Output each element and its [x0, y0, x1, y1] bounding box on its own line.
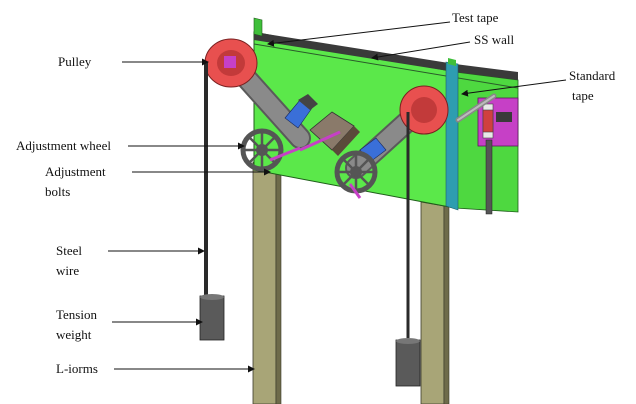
l-form-posts: [252, 161, 450, 404]
label-l-forms: L-iorms: [56, 361, 98, 376]
adjustment-wheel-right: [334, 150, 378, 199]
ss-wall-arrow: [371, 41, 471, 61]
steel-wires: [204, 62, 410, 338]
center-bracket: [299, 111, 360, 156]
label-ss-wall: SS wall: [474, 32, 515, 47]
label-tension-weight-line1: Tension: [56, 307, 97, 322]
label-tension-weight-line2: weight: [56, 327, 92, 342]
label-test-tape: Test tape: [452, 10, 499, 25]
left-pulley-assembly: [204, 38, 318, 149]
label-adjustment-bolts-line2: bolts: [45, 184, 71, 199]
standard-tape-clamp: [455, 93, 519, 215]
tension-weights: [199, 294, 421, 387]
standard-tape-arrow: [461, 79, 567, 97]
leader-lines: [108, 21, 567, 373]
adjustment-wheel-left: [240, 128, 301, 172]
label-adjustment-bolts-line1: Adjustment: [45, 164, 106, 179]
label-standard-tape-line2: tape: [572, 88, 594, 103]
label-steel-wire-line2: wire: [56, 263, 80, 278]
test-tape-arrow: [267, 21, 451, 47]
label-pulley: Pulley: [58, 54, 92, 69]
label-steel-wire-line1: Steel: [56, 243, 82, 258]
label-adjustment-wheel: Adjustment wheel: [16, 138, 111, 153]
label-standard-tape-line1: Standard: [569, 68, 616, 83]
